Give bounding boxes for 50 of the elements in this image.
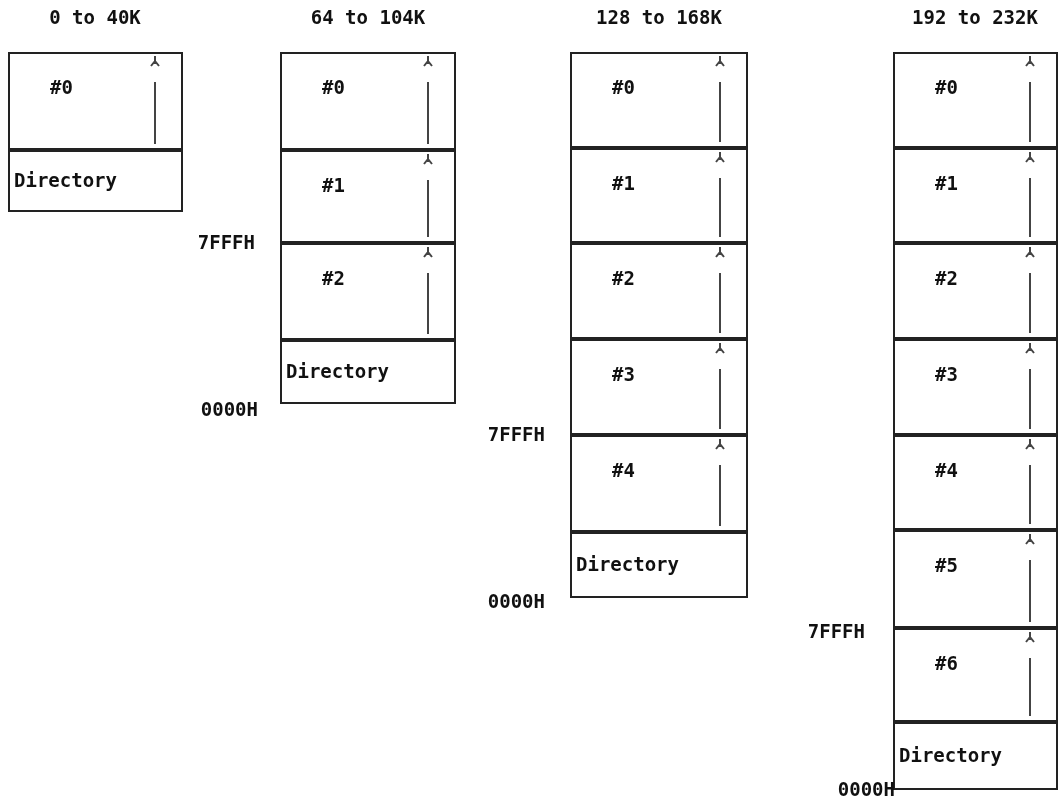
block-label: Directory	[286, 360, 389, 382]
block-label: #4	[612, 459, 635, 481]
address-label: 7FFFH	[197, 231, 255, 253]
block-label: #1	[322, 174, 345, 196]
memory-block	[893, 339, 1058, 435]
memory-block	[570, 243, 748, 339]
memory-block	[893, 530, 1058, 628]
block-label: #4	[935, 459, 958, 481]
memory-block	[570, 339, 748, 435]
memory-block	[570, 532, 748, 598]
block-label: #6	[935, 652, 958, 674]
block-label: #2	[935, 267, 958, 289]
address-label: 0000H	[837, 778, 895, 800]
memory-block	[280, 340, 456, 404]
block-label: #0	[935, 76, 958, 98]
block-label: #0	[50, 76, 73, 98]
block-label: Directory	[14, 169, 117, 191]
memory-block	[893, 628, 1058, 722]
memory-block	[280, 150, 456, 243]
column-heading: 0 to 40K	[49, 6, 141, 28]
block-label: #2	[322, 267, 345, 289]
address-label: 7FFFH	[807, 620, 865, 642]
block-label: #1	[935, 172, 958, 194]
address-label: 0000H	[487, 590, 545, 612]
memory-block	[893, 52, 1058, 148]
memory-block	[893, 148, 1058, 243]
memory-block	[280, 243, 456, 340]
column-heading: 128 to 168K	[596, 6, 722, 28]
block-label: Directory	[899, 744, 1002, 766]
address-label: 0000H	[200, 398, 258, 420]
memory-block	[280, 52, 456, 150]
memory-block	[570, 52, 748, 148]
block-label: #5	[935, 554, 958, 576]
column-heading: 64 to 104K	[310, 6, 426, 28]
memory-block	[570, 148, 748, 243]
block-label: #2	[612, 267, 635, 289]
address-label: 7FFFH	[487, 423, 545, 445]
block-label: Directory	[576, 553, 679, 575]
memory-block	[893, 435, 1058, 530]
column-heading: 192 to 232K	[912, 6, 1038, 28]
memory-block	[8, 150, 183, 212]
memory-block	[570, 435, 748, 532]
block-label: #3	[935, 363, 958, 385]
block-label: #3	[612, 363, 635, 385]
block-label: #0	[322, 76, 345, 98]
block-label: #1	[612, 172, 635, 194]
block-label: #0	[612, 76, 635, 98]
memory-block	[893, 243, 1058, 339]
memory-block	[893, 722, 1058, 790]
memory-block	[8, 52, 183, 150]
